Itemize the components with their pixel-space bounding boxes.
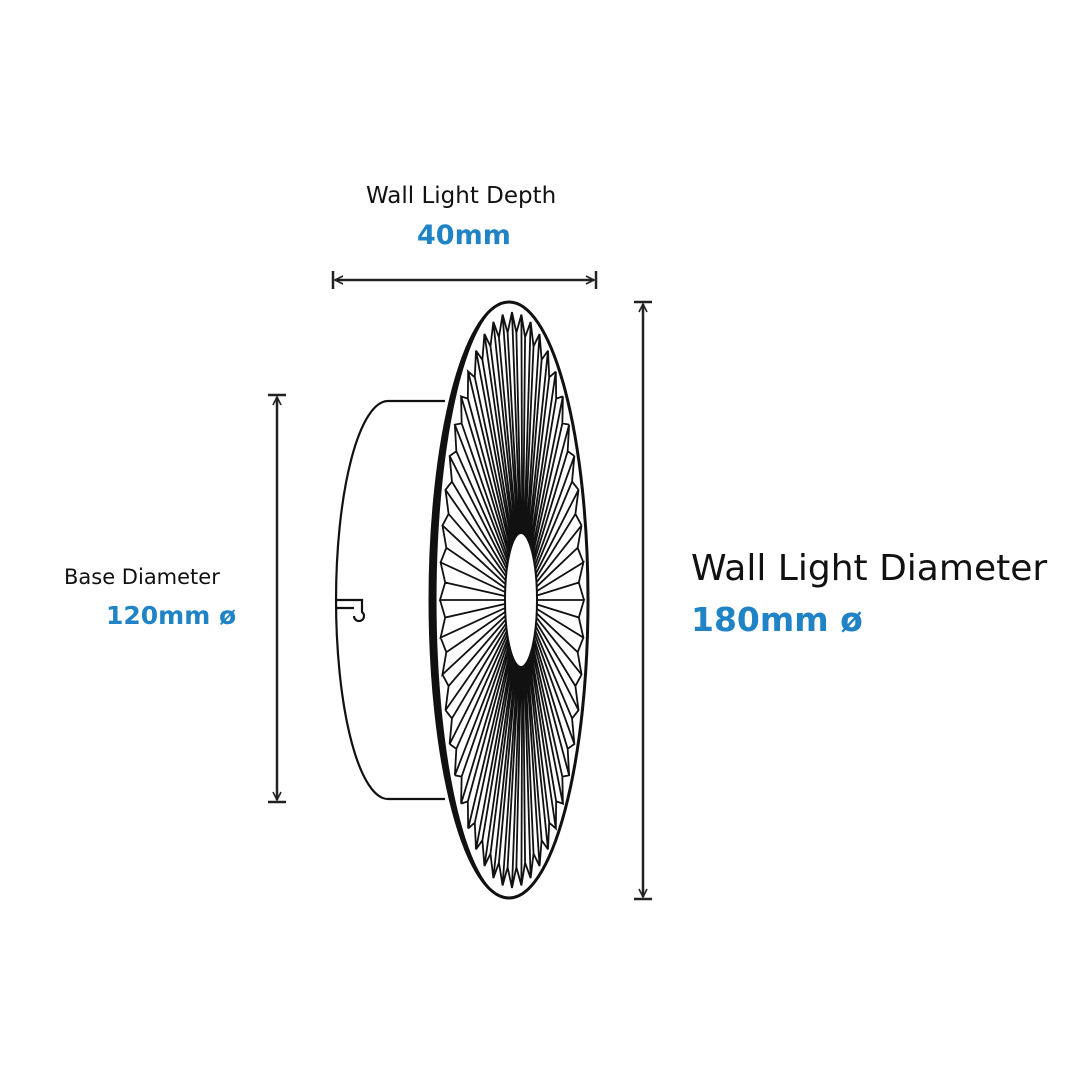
wall-base	[334, 399, 445, 801]
ray-lines	[438, 311, 586, 889]
mounting-bracket	[337, 598, 366, 623]
depth-dimension-line	[331, 271, 598, 289]
disc-rays	[438, 311, 586, 889]
diameter-dimension-line	[634, 300, 652, 901]
center-hole	[504, 532, 538, 668]
diameter-value: 180mm ø	[691, 600, 863, 639]
base-value: 120mm ø	[106, 601, 237, 630]
diameter-label: Wall Light Diameter	[691, 548, 1048, 589]
base-dimension-line	[268, 393, 286, 804]
depth-value: 40mm	[417, 220, 511, 251]
light-disc	[428, 300, 590, 900]
base-label: Base Diameter	[64, 565, 220, 589]
depth-label: Wall Light Depth	[366, 183, 557, 209]
